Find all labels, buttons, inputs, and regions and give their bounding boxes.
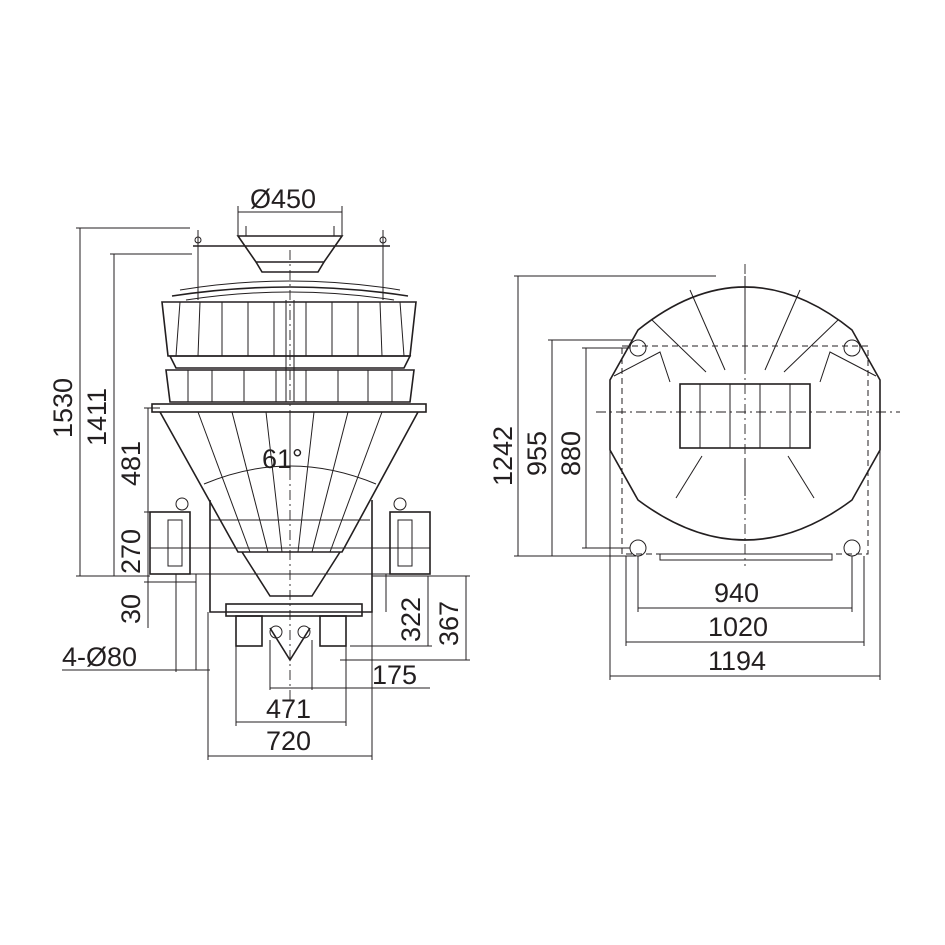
dim-720-label: 720 <box>266 726 311 756</box>
dim-hopper-label: Ø450 <box>250 184 316 214</box>
dim-1242-label: 1242 <box>488 426 518 486</box>
lower-buckets <box>165 300 415 403</box>
collating-cone <box>159 411 419 553</box>
angle-label: 61° <box>262 444 303 474</box>
dim-270-label: 270 <box>116 529 146 574</box>
front-view: 61° <box>48 184 470 760</box>
base-rail <box>659 553 833 561</box>
top-plate <box>151 403 427 413</box>
dim-175-label: 175 <box>372 660 417 690</box>
dim-481-label: 481 <box>116 441 146 486</box>
fan-outline <box>609 276 881 541</box>
dim-367-label: 367 <box>434 601 464 646</box>
front-dimensions: Ø450 1530 1411 481 270 30 <box>48 184 470 760</box>
dim-322-label: 322 <box>396 597 426 642</box>
dim-1020-label: 1020 <box>708 612 768 642</box>
dim-880-label: 880 <box>556 431 586 476</box>
base-frame <box>149 497 431 670</box>
support-rods <box>193 230 390 300</box>
dim-940-label: 940 <box>714 578 759 608</box>
dim-471-label: 471 <box>266 694 311 724</box>
top-view: 1242 955 880 940 1020 1194 <box>488 264 900 680</box>
dim-1411-label: 1411 <box>82 388 112 446</box>
top-dimensions: 1242 955 880 940 1020 1194 <box>488 275 881 680</box>
dim-holes-label: 4-Ø80 <box>62 642 137 672</box>
dim-1194-label: 1194 <box>708 646 766 676</box>
upper-buckets <box>161 301 417 369</box>
discharge-chute <box>225 250 363 700</box>
dim-30-label: 30 <box>116 594 146 624</box>
dim-1530-label: 1530 <box>48 378 78 438</box>
dim-955-label: 955 <box>522 431 552 476</box>
